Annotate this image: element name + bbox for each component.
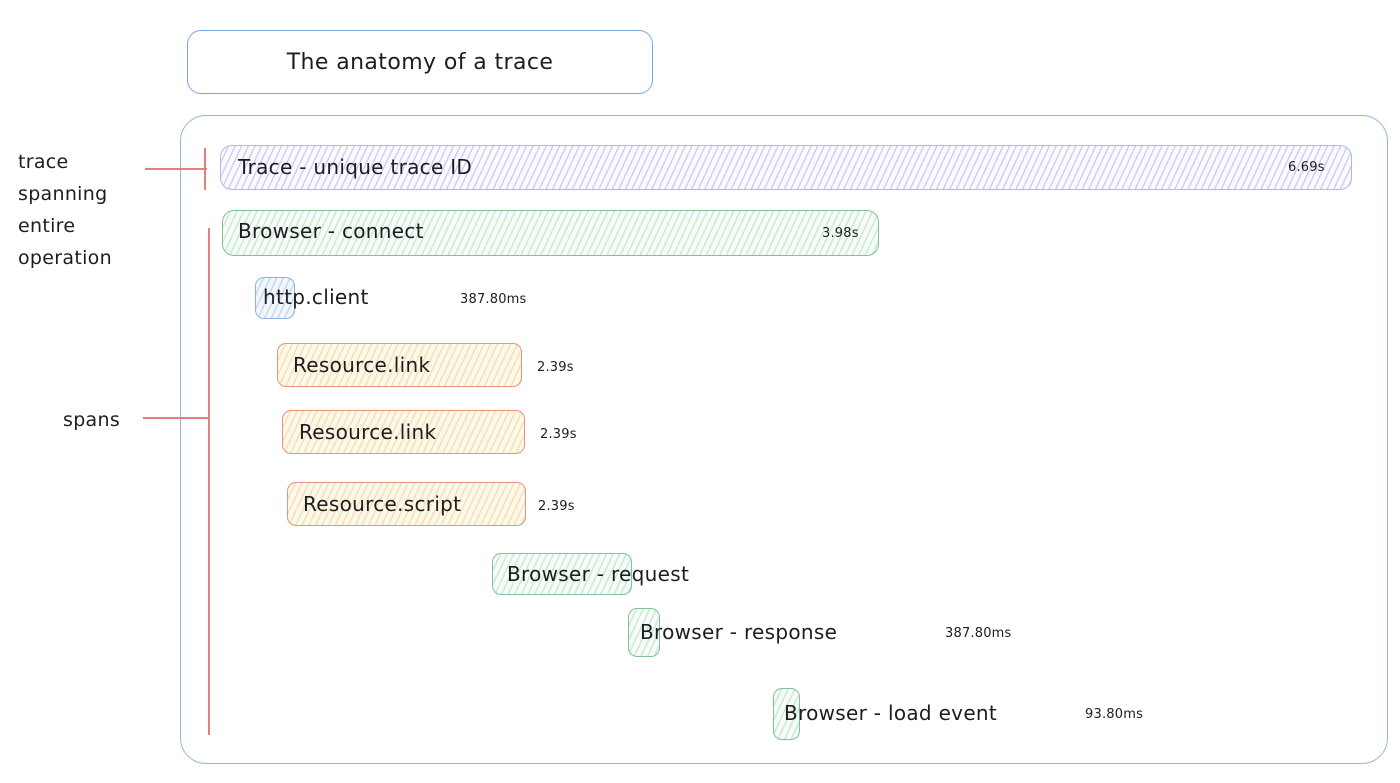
span-browser-connect-bar: [222, 210, 879, 256]
span-resource-link-2-duration: 2.39s: [540, 427, 577, 442]
span-browser-connect-duration: 3.98s: [822, 226, 859, 241]
span-browser-load-event-label: Browser - load event: [784, 701, 998, 725]
annotation-line-1: trace: [18, 151, 69, 173]
annotation-line-3: entire: [18, 215, 76, 237]
diagram-title: The anatomy of a trace: [286, 49, 554, 75]
span-http-client-bar: [255, 277, 295, 319]
annotation-spans: spans: [63, 404, 120, 436]
span-browser-load-event-duration: 93.80ms: [1085, 707, 1144, 722]
span-browser-response-bar: [628, 608, 660, 657]
annotation-line-2: spanning: [18, 183, 108, 205]
span-browser-response-label: Browser - response: [640, 620, 838, 644]
span-browser-request-bar: [492, 553, 632, 595]
trace-bar-label: Trace - unique trace ID: [238, 155, 473, 179]
connector-tick-trace: [204, 148, 206, 190]
span-browser-connect-label: Browser - connect: [238, 219, 424, 243]
connector-line-spans: [143, 417, 210, 419]
annotation-spans-label: spans: [63, 409, 121, 431]
span-resource-script-label: Resource.script: [303, 492, 462, 516]
span-browser-request-label: Browser - request: [507, 562, 690, 586]
span-http-client-label: http.client: [263, 285, 369, 309]
title-box: The anatomy of a trace: [187, 30, 653, 94]
spans-bracket-line: [208, 228, 210, 735]
trace-container: [180, 115, 1388, 764]
span-resource-link-1-duration: 2.39s: [537, 360, 574, 375]
connector-line-trace: [145, 168, 207, 170]
annotation-line-4: operation: [18, 247, 112, 269]
span-http-client-duration: 387.80ms: [460, 292, 527, 307]
trace-bar-duration: 6.69s: [1288, 160, 1325, 175]
span-resource-link-2-label: Resource.link: [299, 420, 437, 444]
span-resource-link-2-bar: [282, 410, 525, 454]
span-browser-response-duration: 387.80ms: [945, 626, 1012, 641]
span-resource-script-duration: 2.39s: [538, 499, 575, 514]
span-browser-load-event-bar: [773, 688, 800, 740]
span-resource-link-1-bar: [277, 343, 522, 387]
span-resource-link-1-label: Resource.link: [293, 353, 431, 377]
trace-bar: [220, 145, 1352, 190]
annotation-trace-spanning: trace spanning entire operation: [18, 146, 112, 274]
span-resource-script-bar: [287, 482, 526, 526]
